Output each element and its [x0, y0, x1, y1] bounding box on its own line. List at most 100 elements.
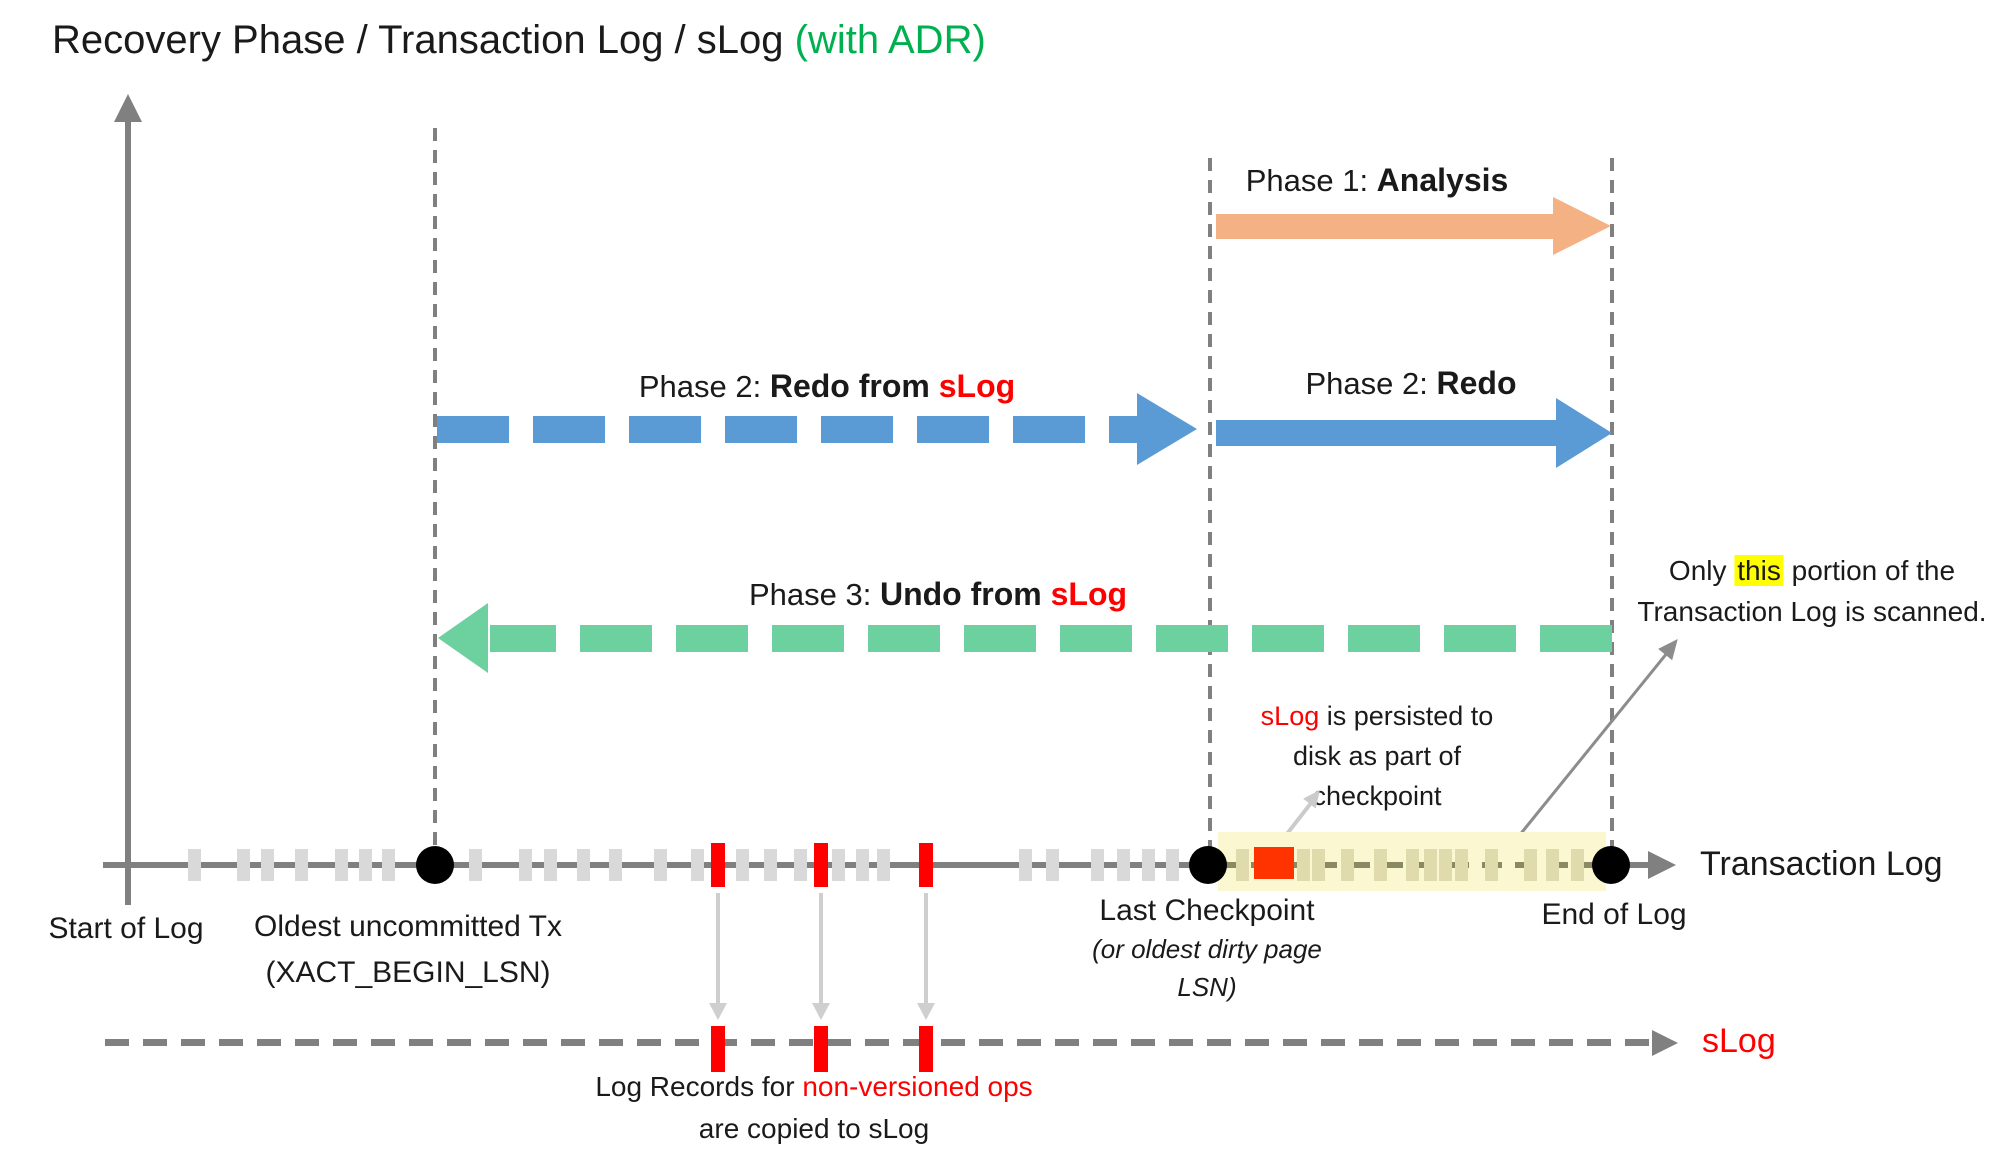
tx-log-record-tick-scanned — [1406, 849, 1419, 881]
tx-log-record-tick-scanned — [1524, 849, 1537, 881]
phase2-redo-arrowhead-icon — [1556, 398, 1612, 468]
phase2-bold: Redo — [1436, 365, 1517, 401]
scan-note-pointer-arrow — [1510, 633, 1685, 846]
label-slog: sLog — [1702, 1022, 1776, 1060]
guide-line-oldest-uncommitted-tx — [433, 128, 437, 865]
tx-log-record-tick — [1091, 849, 1104, 881]
tx-log-record-tick — [577, 849, 590, 881]
tx-log-nonversioned-record-tick — [711, 843, 725, 887]
label-ckpt-line3: LSN) — [1177, 972, 1237, 1002]
tx-log-record-tick — [764, 849, 777, 881]
tx-log-record-tick — [832, 849, 845, 881]
scan-note-line2: Transaction Log is scanned. — [1637, 596, 1987, 627]
phase1-label-prefix: Phase 1: — [1245, 163, 1377, 198]
title-adr-suffix: (with ADR) — [794, 18, 986, 62]
tx-log-record-tick-scanned — [1439, 849, 1452, 881]
persist-note: sLog is persisted to disk as part of che… — [1261, 696, 1494, 816]
tx-log-record-tick — [237, 849, 250, 881]
label-ckpt-line1: Last Checkpoint — [1099, 894, 1315, 927]
phase2-redo-from-slog-arrowhead-icon — [1137, 393, 1197, 465]
slog-arrowhead-icon — [1652, 1030, 1678, 1056]
persist-note-line1: sLog is persisted to — [1261, 696, 1494, 736]
phase1-analysis-arrow — [1216, 214, 1554, 239]
title-main: Recovery Phase / Transaction Log / sLog — [52, 18, 795, 62]
label-oldest-line1: Oldest uncommitted Tx — [254, 910, 562, 943]
tx-log-record-tick-scanned — [1341, 849, 1354, 881]
copy-note-line1: Log Records for non-versioned ops — [595, 1066, 1032, 1108]
copy-note-line2: are copied to sLog — [698, 1113, 930, 1144]
phase2-redo-label: Phase 2: Redo — [1306, 365, 1517, 402]
tx-log-record-tick — [359, 849, 372, 881]
tx-log-record-tick-scanned — [1236, 849, 1249, 881]
y-axis-arrowhead-icon — [114, 94, 142, 122]
tx-log-record-tick — [877, 849, 890, 881]
page-title: Recovery Phase / Transaction Log / sLog … — [52, 18, 986, 63]
tx-log-record-tick — [856, 849, 869, 881]
phase1-analysis-arrowhead-icon — [1553, 197, 1611, 255]
tx-log-record-tick — [382, 849, 395, 881]
tx-log-record-tick — [261, 849, 274, 881]
label-oldest-uncommitted-tx: Oldest uncommitted Tx (XACT_BEGIN_LSN) — [254, 904, 562, 996]
persist-note-slog: sLog — [1260, 701, 1320, 731]
tx-log-record-tick — [295, 849, 308, 881]
phase2s-bold: Redo from — [769, 368, 939, 404]
phase2s-prefix: Phase 2: — [638, 369, 770, 404]
tx-log-record-tick — [544, 849, 557, 881]
tx-log-record-tick — [469, 849, 482, 881]
phase1-label-bold: Analysis — [1376, 162, 1509, 198]
tx-log-record-tick-scanned — [1374, 849, 1387, 881]
tx-log-record-tick — [519, 849, 532, 881]
y-axis-line — [125, 120, 131, 905]
tx-log-nonversioned-record-tick — [919, 843, 933, 887]
tx-log-record-tick — [654, 849, 667, 881]
tx-log-record-tick — [794, 849, 807, 881]
label-ckpt-line2: (or oldest dirty page — [1092, 934, 1322, 964]
copy-to-slog-arrowhead-icon — [812, 1003, 830, 1020]
phase3-undo-from-slog-arrow — [490, 625, 1612, 652]
transaction-log-arrowhead-icon — [1648, 851, 1676, 879]
tx-log-record-tick — [188, 849, 201, 881]
tx-log-record-tick — [609, 849, 622, 881]
slog-record-tick — [919, 1026, 933, 1072]
scan-note-pre: Only — [1668, 555, 1735, 586]
guide-line-last-checkpoint — [1208, 158, 1212, 865]
tx-log-record-tick — [1142, 849, 1155, 881]
copy-note: Log Records for non-versioned ops are co… — [595, 1066, 1032, 1150]
phase1-label: Phase 1: Analysis — [1246, 162, 1509, 199]
tx-log-record-tick-scanned — [1297, 849, 1310, 881]
slog-record-tick — [711, 1026, 725, 1072]
label-start-of-log: Start of Log — [48, 912, 204, 945]
tx-log-record-tick-scanned — [1485, 849, 1498, 881]
label-end-of-log: End of Log — [1541, 898, 1687, 931]
scan-note-line1: Only this portion of the — [1637, 550, 1986, 591]
tx-log-record-tick — [335, 849, 348, 881]
lsn-marker-dot — [1189, 846, 1227, 884]
phase2-prefix: Phase 2: — [1305, 366, 1437, 401]
tx-log-record-tick — [691, 849, 704, 881]
lsn-marker-dot — [1592, 846, 1630, 884]
scan-note-highlighted-word: this — [1734, 555, 1784, 586]
copy-to-slog-arrowhead-icon — [917, 1003, 935, 1020]
phase3-prefix: Phase 3: — [748, 577, 880, 612]
slog-checkpoint-record-marker — [1254, 847, 1294, 879]
tx-log-record-tick-scanned — [1312, 849, 1325, 881]
tx-log-record-tick — [736, 849, 749, 881]
lsn-marker-dot — [416, 846, 454, 884]
phase2-redo-arrow — [1216, 420, 1556, 446]
tx-log-record-tick-scanned — [1546, 849, 1559, 881]
copy-to-slog-arrow — [716, 893, 720, 1003]
guide-line-end-of-log — [1610, 158, 1614, 865]
persist-note-line3: checkpoint — [1312, 781, 1442, 811]
copy-note-black: Log Records for — [595, 1071, 803, 1102]
persist-note-line2: disk as part of — [1292, 741, 1462, 771]
label-last-checkpoint: Last Checkpoint (or oldest dirty page LS… — [1092, 892, 1322, 1006]
phase3-bold: Undo from — [879, 576, 1051, 612]
phase3-slog: sLog — [1050, 576, 1128, 612]
phase2-redo-from-slog-label: Phase 2: Redo from sLog — [639, 368, 1015, 405]
slog-record-tick — [814, 1026, 828, 1072]
tx-log-record-tick-scanned — [1424, 849, 1437, 881]
tx-log-record-tick — [1019, 849, 1032, 881]
tx-log-nonversioned-record-tick — [814, 843, 828, 887]
copy-to-slog-arrow — [819, 893, 823, 1003]
